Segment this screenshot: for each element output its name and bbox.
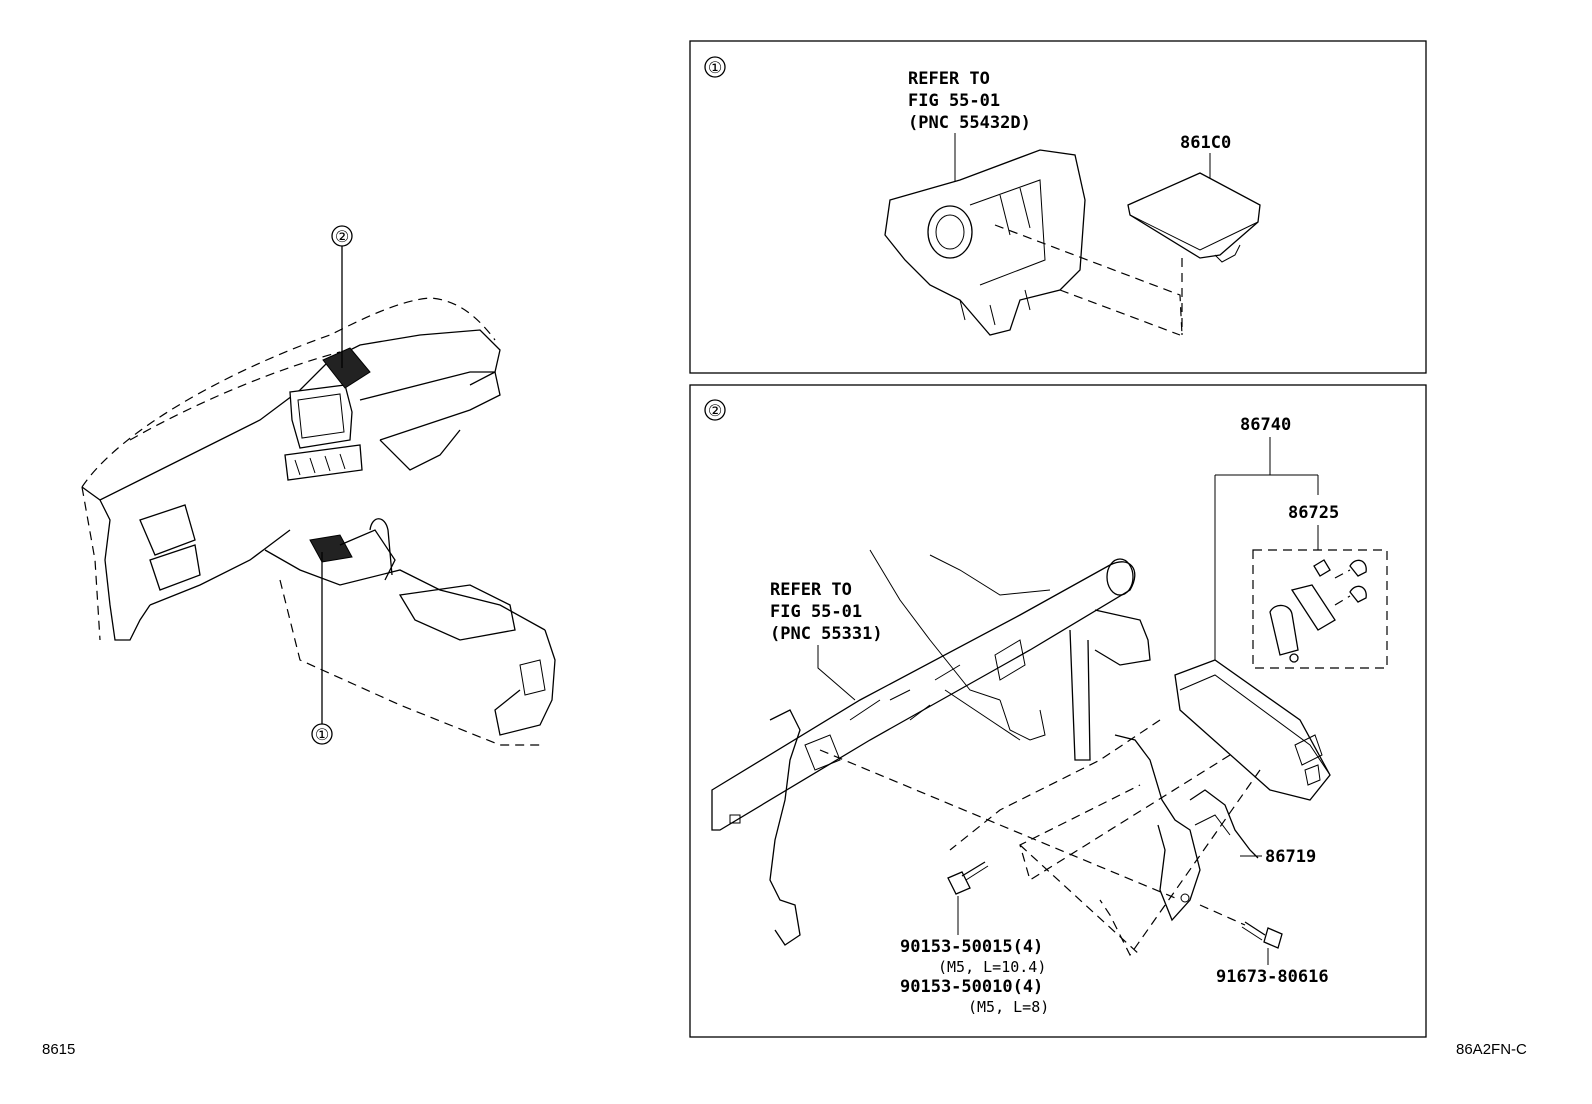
leader-86740 [1214, 437, 1319, 665]
bracket-86719 [1114, 734, 1259, 922]
display-unit-861C0 [1127, 172, 1261, 263]
panel-2-marker-circle [704, 399, 726, 421]
label-91673-80616: 91673-80616 [1216, 967, 1329, 987]
callout-1-label: ① [315, 725, 329, 744]
bolt-90153 [947, 861, 989, 895]
ecu-module-86740 [1174, 659, 1331, 801]
panel-2-frame [689, 384, 1427, 1038]
panel-1-part-label: 861C0 [1180, 133, 1231, 153]
panel-2-refer-leader [817, 645, 856, 701]
panel-1-refer-line-3: (PNC 55432D) [908, 113, 1031, 133]
cluster-housing [884, 149, 1086, 336]
panel-1-marker: ① [708, 58, 722, 77]
figure-number: 8615 [42, 1041, 75, 1058]
panel-2-refer-line-1: REFER TO [770, 580, 852, 600]
spec-90153-50010: (M5, L=8) [968, 998, 1049, 1016]
panel-1-frame [689, 40, 1427, 374]
callout-2-label: ② [335, 227, 349, 246]
label-90153-50015: 90153-50015(4) [900, 937, 1043, 957]
spec-90153-50015: (M5, L=10.4) [938, 958, 1046, 976]
label-86725: 86725 [1288, 503, 1339, 523]
label-86740: 86740 [1240, 415, 1291, 435]
detail-panel-2: ② 86740 86725 [689, 384, 1427, 1038]
label-90153-50010: 90153-50010(4) [900, 977, 1043, 997]
hatched-area-2 [322, 347, 371, 389]
panel-2-marker: ② [708, 401, 722, 420]
panel-2-refer-line-2: FIG 55-01 [770, 602, 862, 622]
steering-support-reinforcement [711, 549, 1151, 946]
label-86719: 86719 [1265, 847, 1316, 867]
kit-parts [1269, 559, 1367, 663]
panel-2-refer-line-3: (PNC 55331) [770, 624, 883, 644]
detail-panel-1: ① REFER TO FIG 55-01 (PNC 55432D) 861C0 [689, 40, 1427, 374]
panel-1-refer-line-1: REFER TO [908, 69, 990, 89]
panel-1-refer-line-2: FIG 55-01 [908, 91, 1000, 111]
illustration-code: 86A2FN-C [1456, 1041, 1527, 1058]
kit-box-86725 [1252, 549, 1388, 669]
hatched-area-1 [309, 534, 353, 563]
screw-91673 [1241, 921, 1283, 949]
panel-1-marker-circle [704, 56, 726, 78]
instrument-panel-overview: ② ① [81, 225, 556, 746]
